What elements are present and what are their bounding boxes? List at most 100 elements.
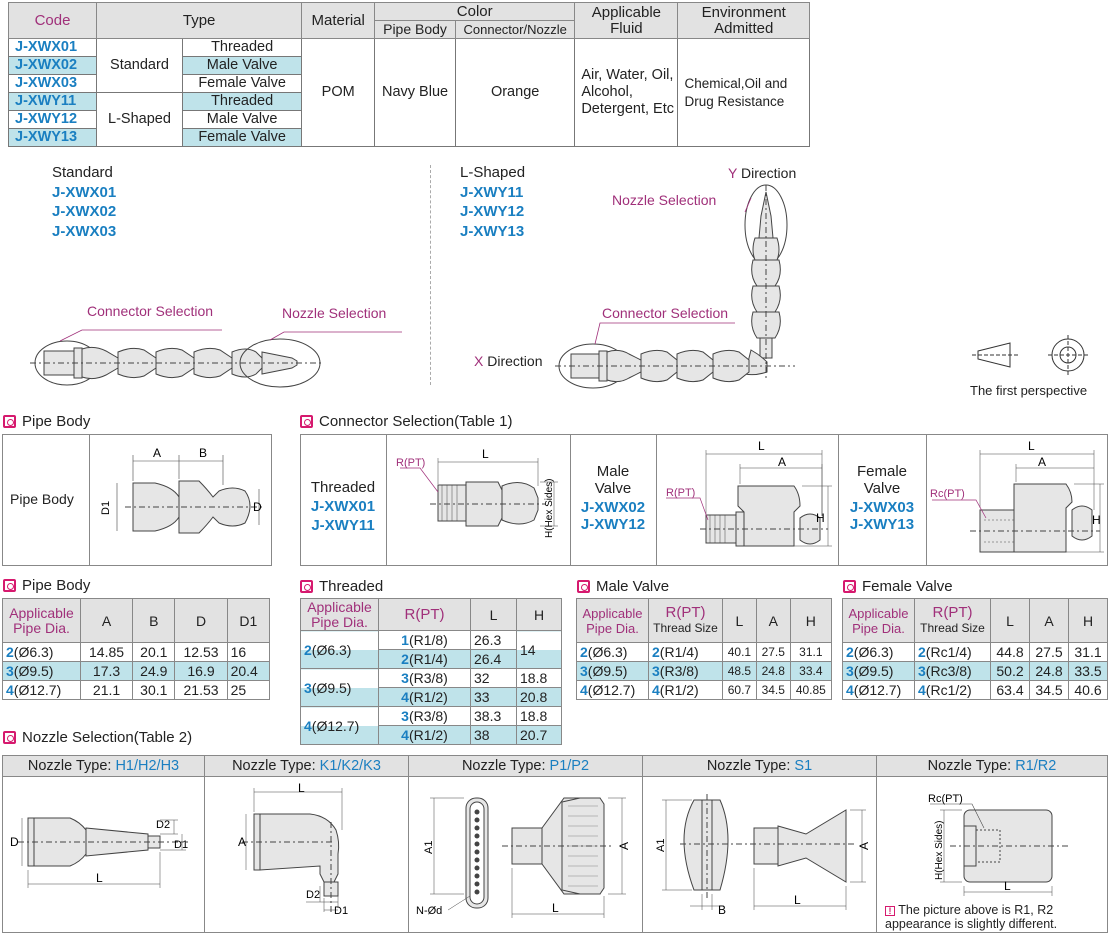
nozzle-k-drawing: L A D2 D1 — [238, 782, 348, 917]
male-valve-drawing: R(PT) L A H — [666, 440, 832, 547]
material-cell: POM — [301, 38, 376, 147]
svg-text:H: H — [1092, 513, 1101, 527]
nozzle-h-drawing: L D D2 D1 — [10, 817, 188, 888]
svg-text:L: L — [298, 782, 305, 795]
svg-text:A: A — [238, 835, 246, 849]
perspective-label: The first perspective — [970, 383, 1088, 398]
nozzle-type-k: Nozzle Type: K1/K2/K3 — [204, 755, 409, 777]
nozzle-type-p: Nozzle Type: P1/P2 — [408, 755, 643, 777]
svg-text:H: H — [816, 511, 825, 525]
header-fluid: Applicable Fluid — [574, 2, 679, 39]
svg-text:A: A — [857, 842, 871, 850]
code-cell: J-XWX01 — [8, 38, 97, 57]
subtype-cell: Female Valve — [181, 74, 303, 93]
y-direction-label: Y Direction — [728, 165, 797, 181]
section-bullet-icon — [300, 580, 313, 593]
threaded-table: Applicable Pipe Dia. R(PT) L H 2(Ø6.3)1(… — [300, 598, 562, 745]
male-valve-table: Applicable Pipe Dia. R(PT)Thread Size L … — [576, 598, 833, 700]
lshaped-connector-label: Connector Selection — [602, 305, 729, 321]
environment-cell: Chemical,Oil and Drug Resistance — [677, 38, 810, 147]
subtype-cell: Male Valve — [181, 56, 303, 75]
first-perspective-icon — [972, 335, 1088, 375]
lshaped-block: L-Shaped J-XWY11 J-XWY12 J-XWY13 — [460, 163, 525, 241]
threaded-table-heading: Threaded — [300, 578, 383, 595]
svg-text:L: L — [1028, 440, 1035, 453]
warning-icon: ! — [885, 906, 895, 916]
svg-text:R(PT): R(PT) — [666, 487, 695, 499]
svg-text:L: L — [482, 447, 489, 461]
dim-a: A — [153, 446, 161, 460]
header-type: Type — [95, 2, 303, 39]
section-bullet-icon — [577, 580, 590, 593]
subtype-cell: Female Valve — [181, 128, 303, 147]
subtype-cell: Male Valve — [181, 110, 303, 129]
lshaped-code: J-XWY11 — [460, 183, 524, 201]
header-color: Color — [374, 2, 576, 21]
header-pipe-body: Pipe Body — [374, 20, 456, 39]
header-code: Code — [8, 2, 97, 39]
svg-text:Rc(PT): Rc(PT) — [928, 793, 963, 805]
nozzle-type-r: Nozzle Type: R1/R2 — [876, 755, 1108, 777]
pipe-table-heading: Pipe Body — [3, 577, 90, 594]
male-label-block: Male Valve J-XWX02 J-XWY12 — [580, 463, 646, 533]
standard-hose-drawing — [30, 329, 402, 388]
svg-text:A1: A1 — [423, 841, 435, 854]
connector-box — [300, 434, 1108, 566]
svg-text:L: L — [552, 901, 559, 915]
pipe-body-box — [2, 434, 272, 566]
type-standard: Standard — [95, 38, 183, 93]
nozzle-heading: Nozzle Selection(Table 2) — [3, 729, 192, 746]
pipe-body-table: Applicable Pipe Dia. A B D D1 2(Ø6.3)14.… — [2, 598, 271, 700]
svg-text:L: L — [794, 893, 801, 907]
header-connector-nozzle: Connector/Nozzle — [454, 20, 576, 39]
divider — [89, 434, 90, 566]
svg-text:R(PT): R(PT) — [396, 457, 425, 469]
connector-color-cell: Orange — [454, 38, 576, 147]
dim-d1: D1 — [100, 501, 112, 515]
section-bullet-icon — [3, 579, 16, 592]
dim-b: B — [199, 446, 207, 460]
svg-text:D: D — [10, 835, 19, 849]
svg-text:D2: D2 — [306, 889, 320, 901]
code-cell: J-XWY11 — [8, 92, 97, 111]
section-bullet-icon — [843, 580, 856, 593]
divider — [430, 165, 431, 385]
header-environment: Environment Admitted — [677, 2, 810, 39]
lshaped-code: J-XWY13 — [460, 222, 525, 240]
svg-text:D2: D2 — [156, 819, 170, 831]
svg-text:Rc(PT): Rc(PT) — [930, 488, 965, 500]
code-cell: J-XWX03 — [8, 74, 97, 93]
section-bullet-icon — [300, 415, 313, 428]
nozzle-note: ! The picture above is R1, R2 appearance… — [885, 903, 1058, 931]
nozzle-type-h: Nozzle Type: H1/H2/H3 — [2, 755, 205, 777]
standard-nozzle-label: Nozzle Selection — [282, 305, 387, 321]
code-cell: J-XWY13 — [8, 128, 97, 147]
lshaped-title: L-Shaped — [460, 164, 526, 181]
female-valve-drawing: Rc(PT) L A H — [930, 440, 1104, 553]
code-cell: J-XWX02 — [8, 56, 97, 75]
svg-text:N-Ød: N-Ød — [416, 905, 442, 917]
nozzle-r-drawing: Rc(PT) H(Hex Sides) L — [928, 793, 1070, 896]
dim-d: D — [253, 500, 262, 514]
standard-connector-label: Connector Selection — [87, 303, 214, 319]
section-bullet-icon — [3, 731, 16, 744]
standard-code: J-XWX01 — [52, 183, 117, 201]
nozzle-box — [2, 776, 1108, 933]
standard-title: Standard — [52, 164, 113, 181]
svg-text:A: A — [1038, 455, 1046, 469]
code-cell: J-XWY12 — [8, 110, 97, 129]
svg-text:L: L — [96, 871, 103, 885]
lshaped-hose-drawing — [555, 184, 795, 389]
svg-text:L: L — [758, 440, 765, 453]
pipe-body-heading: Pipe Body — [3, 413, 90, 430]
svg-text:L: L — [1004, 879, 1011, 893]
threaded-drawing: R(PT) L H(Hex Sides) — [396, 447, 558, 538]
fluid-cell: Air, Water, Oil, Alcohol, Detergent, Etc — [574, 38, 679, 147]
lshaped-code: J-XWY12 — [460, 203, 525, 220]
spec-table: Code Type Material Color Applicable Flui… — [8, 2, 810, 147]
subtype-cell: Threaded — [181, 38, 303, 57]
svg-text:A1: A1 — [655, 839, 667, 852]
female-table-heading: Female Valve — [843, 578, 953, 595]
connector-heading: Connector Selection(Table 1) — [300, 413, 512, 430]
svg-text:B: B — [718, 903, 726, 917]
